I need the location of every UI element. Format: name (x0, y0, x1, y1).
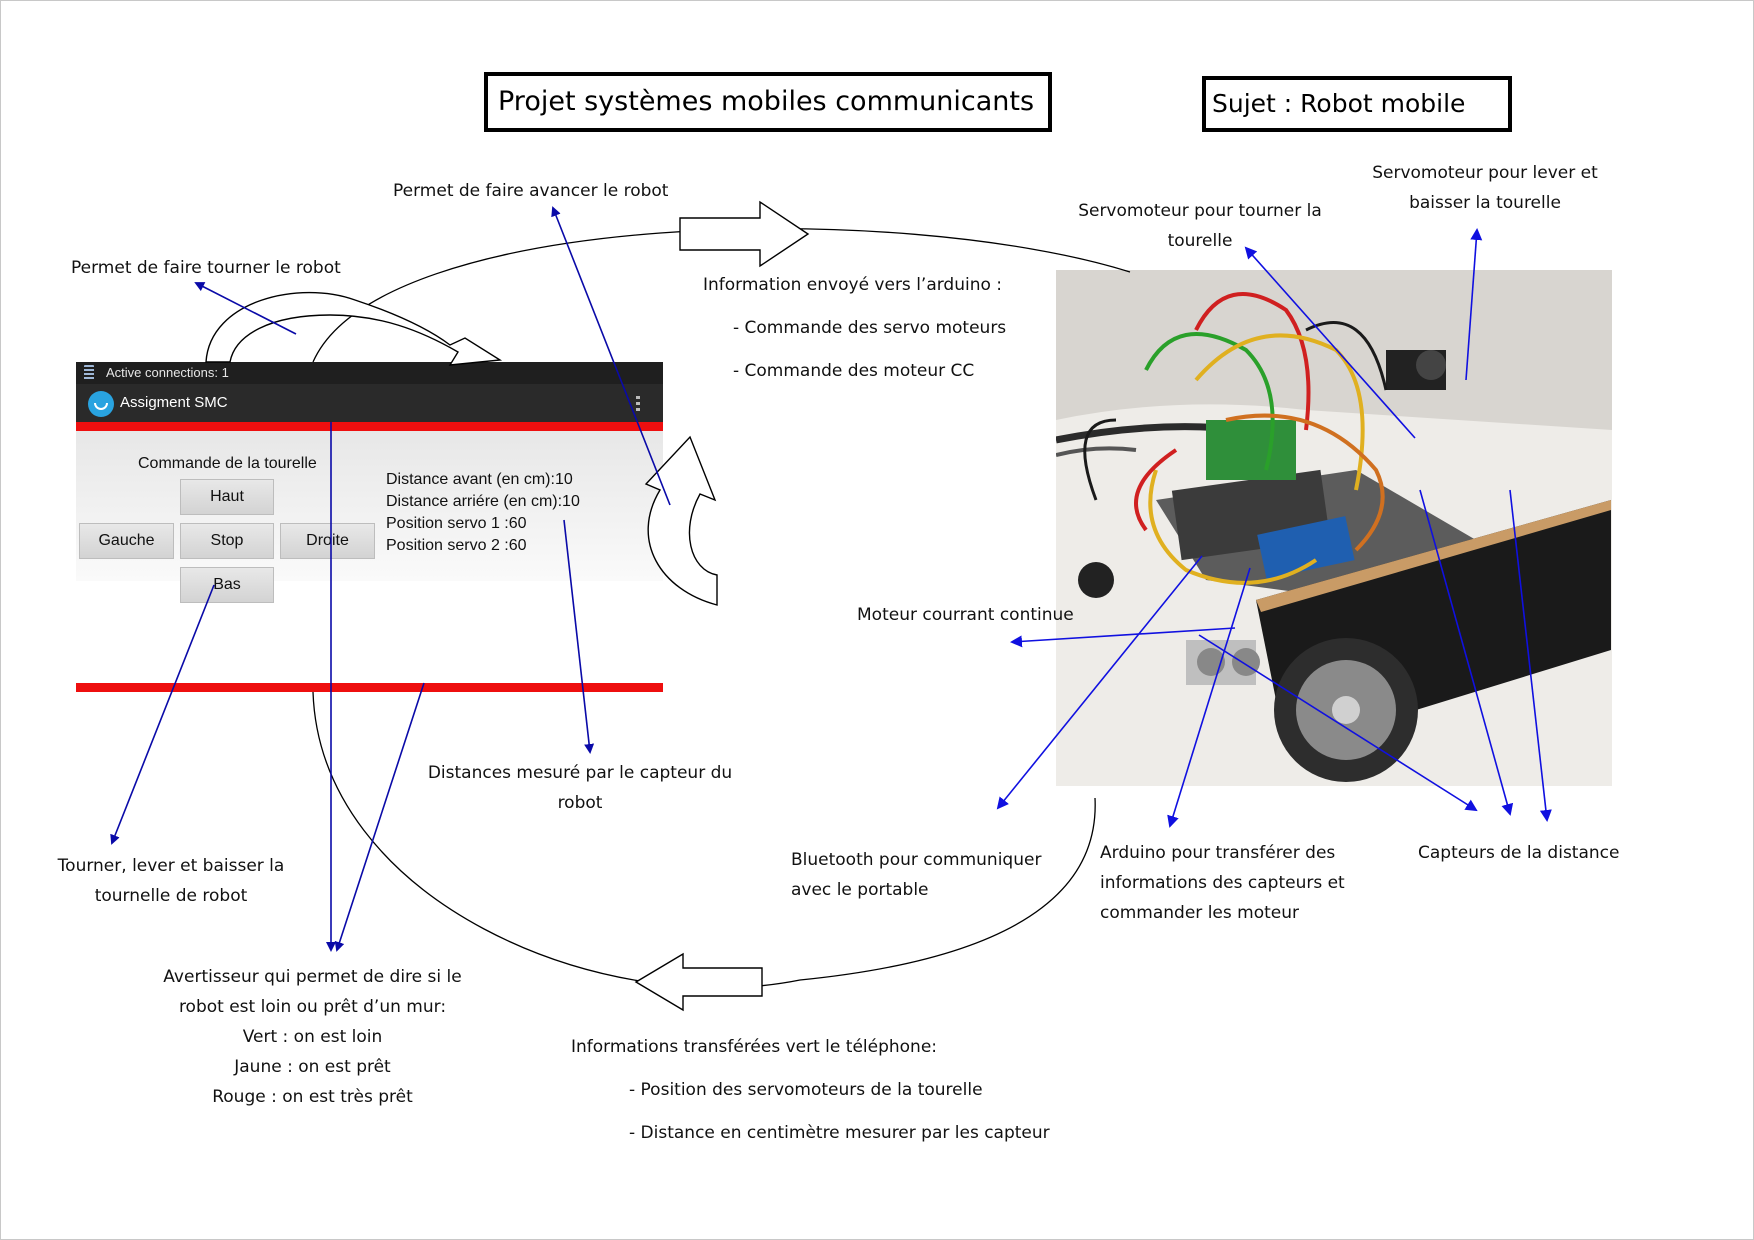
readout-rear: Distance arriére (en cm):10 (386, 493, 580, 510)
pointer-arduino (1167, 567, 1251, 828)
turret-heading: Commande de la tourelle (138, 455, 317, 472)
pointer-turn (194, 282, 297, 335)
pointer-turret (110, 584, 215, 845)
right-button[interactable]: Droite (280, 523, 375, 559)
pointer-distances (563, 519, 595, 754)
subject-box: Sujet : Robot mobile (1202, 76, 1512, 132)
label-bluetooth: Bluetooth pour communiquer avec le porta… (791, 845, 1041, 905)
readout-front: Distance avant (en cm):10 (386, 471, 573, 488)
status-text: Active connections: 1 (106, 365, 229, 380)
phone-app-screenshot: Active connections: 1 Assigment SMC Comm… (76, 362, 663, 692)
label-info-tel: Informations transférées vert le télépho… (571, 1037, 938, 1057)
bottom-loop-curve (312, 691, 1096, 989)
label-avertisseur: Avertisseur qui permet de dire si le rob… (140, 962, 485, 1112)
label-avertisseur-line5: Rouge : on est très prêt (212, 1087, 413, 1107)
label-tourelle-line1: Tourner, lever et baisser la (57, 856, 285, 876)
pointer-bluetooth (996, 555, 1203, 810)
label-distances-line2: robot (557, 793, 603, 813)
label-servo-tourner-line2: tourelle (1167, 231, 1233, 251)
backward-block-arrow (634, 952, 763, 1012)
label-info-arduino: Information envoyé vers l’arduino : (703, 275, 1003, 295)
label-avertisseur-line4: Jaune : on est prêt (234, 1057, 391, 1077)
label-avertisseur-line3: Vert : on est loin (242, 1027, 383, 1047)
label-tourelle-line2: tournelle de robot (94, 886, 248, 906)
label-avancer: Permet de faire avancer le robot (393, 181, 669, 201)
label-info-arduino-1: - Commande des servo moteurs (733, 318, 1007, 338)
down-button[interactable]: Bas (180, 567, 274, 603)
label-info-arduino-2: - Commande des moteur CC (733, 361, 975, 381)
app-title: Assigment SMC (120, 394, 228, 411)
label-distances-line1: Distances mesuré par le capteur du (427, 763, 733, 783)
label-arduino-line3: commander les moteur (1100, 903, 1299, 923)
label-servo-tourner-line1: Servomoteur pour tourner la (1078, 201, 1322, 221)
label-tourner: Permet de faire tourner le robot (71, 258, 341, 278)
label-arduino-line1: Arduino pour transférer des (1100, 843, 1336, 863)
left-button[interactable]: Gauche (79, 523, 174, 559)
pointer-warning-2 (334, 682, 425, 952)
up-button[interactable]: Haut (180, 479, 274, 515)
pointer-sensor-1 (1198, 634, 1478, 812)
robot-illustration (1056, 270, 1612, 786)
warning-bar-top (76, 422, 663, 431)
app-logo-icon (88, 391, 114, 417)
label-servo-lever: Servomoteur pour lever et baisser la tou… (1350, 158, 1620, 218)
turn-curved-arrow (205, 291, 503, 366)
label-distances: Distances mesuré par le capteur du robot (410, 758, 750, 818)
forward-block-arrow (679, 200, 810, 268)
label-servo-lever-line2: baisser la tourelle (1409, 193, 1561, 213)
status-bar: Active connections: 1 (76, 362, 663, 384)
pointer-forward (551, 206, 671, 506)
pointer-sensor-3 (1509, 489, 1552, 822)
readout-servo2: Position servo 2 :60 (386, 537, 527, 554)
pointer-servo-lift (1465, 228, 1483, 381)
reverse-curved-arrow (644, 435, 718, 606)
label-bluetooth-line1: Bluetooth pour communiquer (791, 850, 1042, 870)
readout-servo1: Position servo 1 :60 (386, 515, 527, 532)
label-servo-lever-line1: Servomoteur pour lever et (1372, 163, 1598, 183)
robot-photo (1056, 270, 1612, 786)
label-info-tel-2: - Distance en centimètre mesurer par les… (629, 1123, 1050, 1143)
pointer-sensor-2 (1419, 489, 1514, 816)
app-action-bar: Assigment SMC (76, 384, 663, 422)
pointer-motor (1010, 627, 1236, 648)
label-tourelle: Tourner, lever et baisser la tournelle d… (36, 851, 306, 911)
stop-button[interactable]: Stop (180, 523, 274, 559)
label-arduino-line2: informations des capteurs et (1100, 873, 1345, 893)
pointer-servo-turn (1244, 246, 1416, 439)
label-avertisseur-line1: Avertisseur qui permet de dire si le (163, 967, 462, 987)
label-avertisseur-line2: robot est loin ou prêt d’un mur: (178, 997, 447, 1017)
label-servo-tourner: Servomoteur pour tourner la tourelle (1070, 196, 1330, 256)
label-info-tel-1: - Position des servomoteurs de la tourel… (629, 1080, 983, 1100)
overflow-menu-icon[interactable] (636, 396, 640, 412)
label-moteur: Moteur courrant continue (857, 605, 1074, 625)
warning-bar-bottom (76, 683, 663, 692)
page-title: Projet systèmes mobiles communicants (484, 72, 1052, 132)
label-arduino: Arduino pour transférer des informations… (1100, 838, 1345, 928)
label-capteurs: Capteurs de la distance (1418, 843, 1620, 863)
connections-icon (84, 365, 94, 381)
label-bluetooth-line2: avec le portable (791, 880, 929, 900)
